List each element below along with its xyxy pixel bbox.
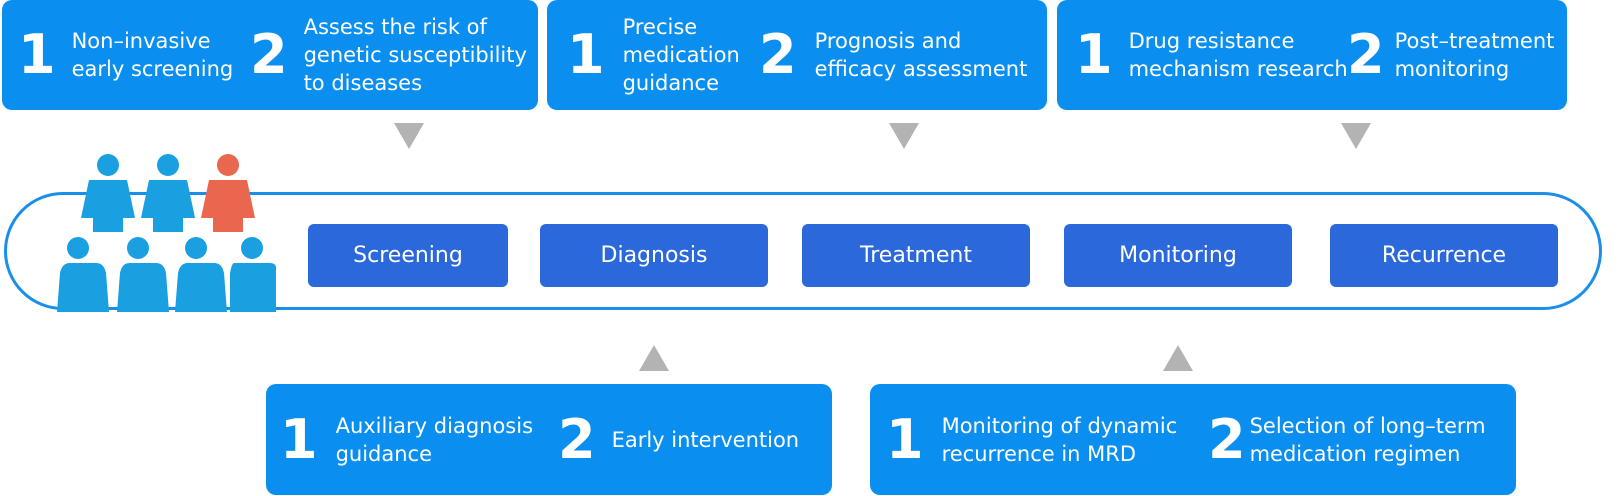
bottom-box-2-item-2: 2 Selection of long–term medication regi… bbox=[1208, 384, 1486, 495]
item-number: 1 bbox=[567, 23, 605, 86]
bottom-box-monitoring: 1 Monitoring of dynamic recurrence in MR… bbox=[870, 384, 1516, 495]
item-text: Drug resistance mechanism research bbox=[1128, 29, 1348, 81]
item-number: 1 bbox=[886, 407, 924, 471]
bottom-box-1-item-1: 1 Auxiliary diagnosis guidance bbox=[280, 384, 533, 495]
item-text: Auxiliary diagnosis guidance bbox=[335, 413, 534, 466]
top-box-2-item-2: 2 Prognosis and efficacy assessment bbox=[759, 0, 1027, 110]
item-text: Non–invasive early screening bbox=[71, 29, 234, 81]
arrow-down-icon bbox=[889, 123, 919, 149]
top-box-treatment: 1 Precise medication guidance 2 Prognosi… bbox=[547, 0, 1047, 110]
item-number: 1 bbox=[18, 23, 56, 86]
top-box-screening: 1 Non–invasive early screening 2 Assess … bbox=[2, 0, 538, 110]
top-box-1-item-2: 2 Assess the risk of genetic susceptibil… bbox=[250, 0, 527, 110]
arrow-up-icon bbox=[1163, 345, 1193, 371]
item-number: 1 bbox=[1075, 23, 1113, 86]
bottom-box-1-item-2: 2 Early intervention bbox=[558, 384, 799, 495]
top-box-2-item-1: 1 Precise medication guidance bbox=[567, 0, 740, 110]
item-number: 1 bbox=[280, 407, 318, 471]
stage-diagnosis: Diagnosis bbox=[540, 224, 768, 287]
item-text: Monitoring of dynamic recurrence in MRD bbox=[941, 413, 1178, 466]
item-text: Prognosis and efficacy assessment bbox=[814, 29, 1028, 81]
bottom-box-diagnosis: 1 Auxiliary diagnosis guidance 2 Early i… bbox=[266, 384, 832, 495]
item-text: Early intervention bbox=[611, 427, 800, 452]
stage-screening: Screening bbox=[308, 224, 508, 287]
item-text: Post–treatment monitoring bbox=[1394, 29, 1555, 81]
arrow-down-icon bbox=[1341, 123, 1371, 149]
people-group-icon bbox=[57, 154, 276, 312]
item-number: 2 bbox=[759, 23, 797, 86]
top-box-3-item-1: 1 Drug resistance mechanism research bbox=[1075, 0, 1348, 110]
item-text: Selection of long–term medication regime… bbox=[1249, 413, 1486, 466]
arrow-down-icon bbox=[394, 123, 424, 149]
bottom-box-2-item-1: 1 Monitoring of dynamic recurrence in MR… bbox=[886, 384, 1177, 495]
item-number: 2 bbox=[558, 407, 596, 471]
item-number: 2 bbox=[1208, 407, 1246, 471]
item-number: 2 bbox=[1347, 23, 1385, 86]
top-box-1-item-1: 1 Non–invasive early screening bbox=[18, 0, 233, 110]
item-number: 2 bbox=[250, 23, 288, 86]
stage-monitoring: Monitoring bbox=[1064, 224, 1292, 287]
top-box-3-item-2: 2 Post–treatment monitoring bbox=[1347, 0, 1554, 110]
item-text: Precise medication guidance bbox=[622, 15, 740, 95]
arrow-up-icon bbox=[639, 345, 669, 371]
stage-treatment: Treatment bbox=[802, 224, 1030, 287]
top-box-recurrence: 1 Drug resistance mechanism research 2 P… bbox=[1057, 0, 1567, 110]
stage-recurrence: Recurrence bbox=[1330, 224, 1558, 287]
item-text: Assess the risk of genetic susceptibilit… bbox=[303, 15, 527, 95]
